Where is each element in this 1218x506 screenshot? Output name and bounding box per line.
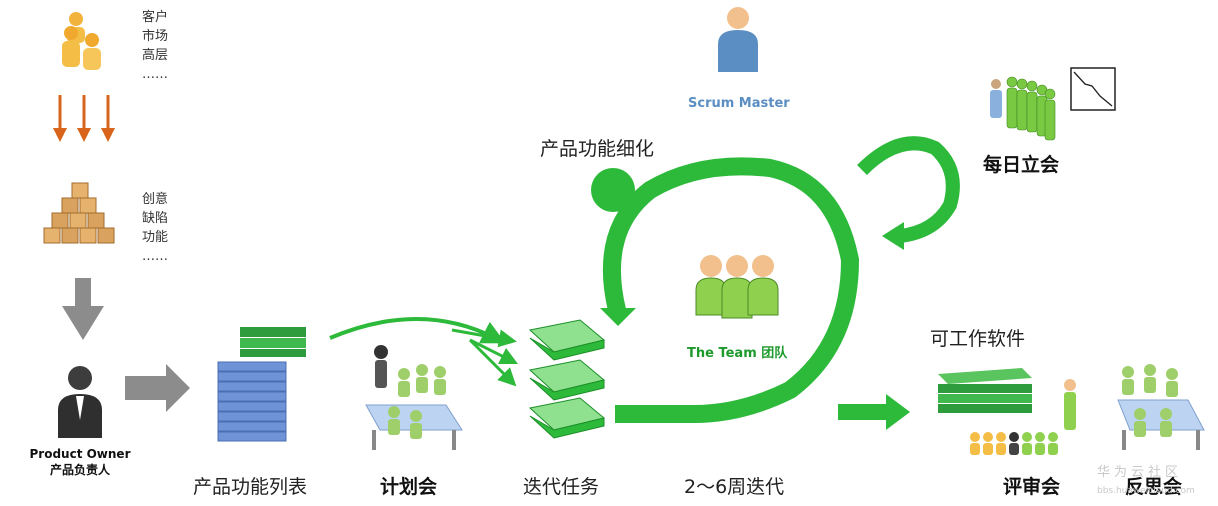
burndown-icon [1070, 67, 1116, 111]
stakeholder-item: 市场 [142, 29, 169, 44]
down-arrows-icon [53, 95, 115, 142]
sprint-cycle-icon [591, 157, 860, 424]
step-backlog: 产品功能列表 [193, 476, 308, 498]
working-software-label: 可工作软件 [930, 328, 1026, 350]
step-review: 评审会 [1003, 476, 1061, 498]
daily-loop-icon [857, 136, 960, 250]
input-item: 缺陷 [142, 211, 169, 226]
software-stack-icon [938, 368, 1032, 413]
input-list: 创意 缺陷 功能 …… [142, 190, 168, 266]
retro-meeting-icon [1117, 364, 1205, 450]
task-stack-icon [528, 319, 606, 439]
daily-standup-icon [990, 76, 1056, 141]
planning-meeting-icon [365, 345, 463, 450]
gray-down-arrow-icon [62, 278, 104, 340]
team-label: The Team 团队 [687, 346, 788, 361]
stakeholder-group-icon [62, 12, 101, 70]
right-gray-arrow-icon [125, 364, 190, 412]
watermark-url: bbs.huaweicloud.com [1097, 486, 1195, 496]
stakeholder-item: 客户 [142, 10, 169, 25]
product-owner-role-cn: 产品负责人 [49, 463, 110, 477]
stakeholder-list: 客户 市场 高层 …… [142, 8, 168, 84]
step-sprint: 2～6周迭代 [684, 476, 785, 498]
stakeholder-item: 高层 [142, 48, 169, 63]
boxes-icon [43, 182, 115, 244]
team-icon [695, 255, 779, 319]
product-owner-role: Product Owner [29, 447, 131, 461]
review-meeting-icon [970, 379, 1076, 455]
watermark-text: 华为云社区 [1097, 465, 1183, 480]
step-tasks: 迭代任务 [523, 476, 600, 498]
daily-standup-label: 每日立会 [983, 154, 1060, 176]
input-item: 创意 [142, 192, 169, 207]
stakeholder-item: …… [142, 67, 168, 82]
backlog-stack-icon [217, 327, 306, 442]
scrum-master-icon [718, 7, 758, 72]
release-arrow-icon [838, 394, 910, 430]
input-item: 功能 [142, 230, 169, 245]
step-planning: 计划会 [380, 476, 438, 498]
step-retro: 反思会 [1125, 476, 1183, 498]
input-item: …… [142, 249, 168, 264]
product-owner-icon [58, 366, 102, 438]
refinement-label: 产品功能细化 [540, 138, 655, 160]
scrum-master-label: Scrum Master [688, 96, 790, 111]
